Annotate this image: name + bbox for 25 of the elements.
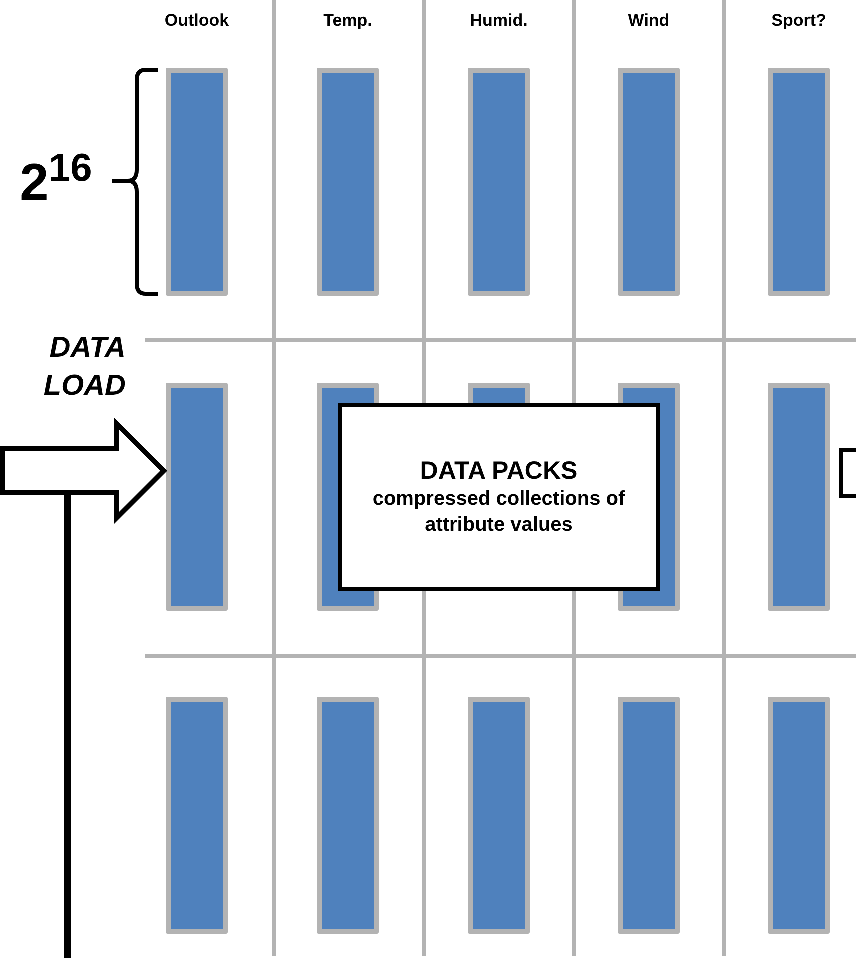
arrow-label: DATA LOAD [42, 331, 126, 404]
data-pack-bar [618, 68, 680, 296]
data-pack-bar [468, 383, 530, 405]
column-header: Humid. [469, 10, 529, 32]
data-pack-bar [468, 697, 530, 934]
column-header: Sport? [770, 10, 828, 32]
data-pack-bar [768, 697, 830, 934]
data-pack-bar [317, 697, 379, 934]
size-label: 2$^{16}$ [20, 150, 92, 214]
column-header: Wind [627, 10, 671, 32]
data-pack-bar [317, 68, 379, 296]
data-pack-bar [468, 68, 530, 296]
data-pack-bar [768, 68, 830, 296]
callout-tooltip [338, 403, 660, 591]
data-pack-bar [618, 697, 680, 934]
callout-text: compressed collections of attribute values [372, 487, 626, 538]
callout-box [839, 448, 856, 498]
data-pack-bar [166, 697, 228, 934]
data-pack-bar [166, 68, 228, 296]
callout-title: DATA PACKS [420, 456, 578, 486]
data-pack-bar [166, 383, 228, 611]
column-header: Temp. [322, 10, 374, 32]
data-pack-bar [768, 383, 830, 611]
column-header: Outlook [164, 10, 230, 32]
block-arrow [0, 418, 168, 524]
